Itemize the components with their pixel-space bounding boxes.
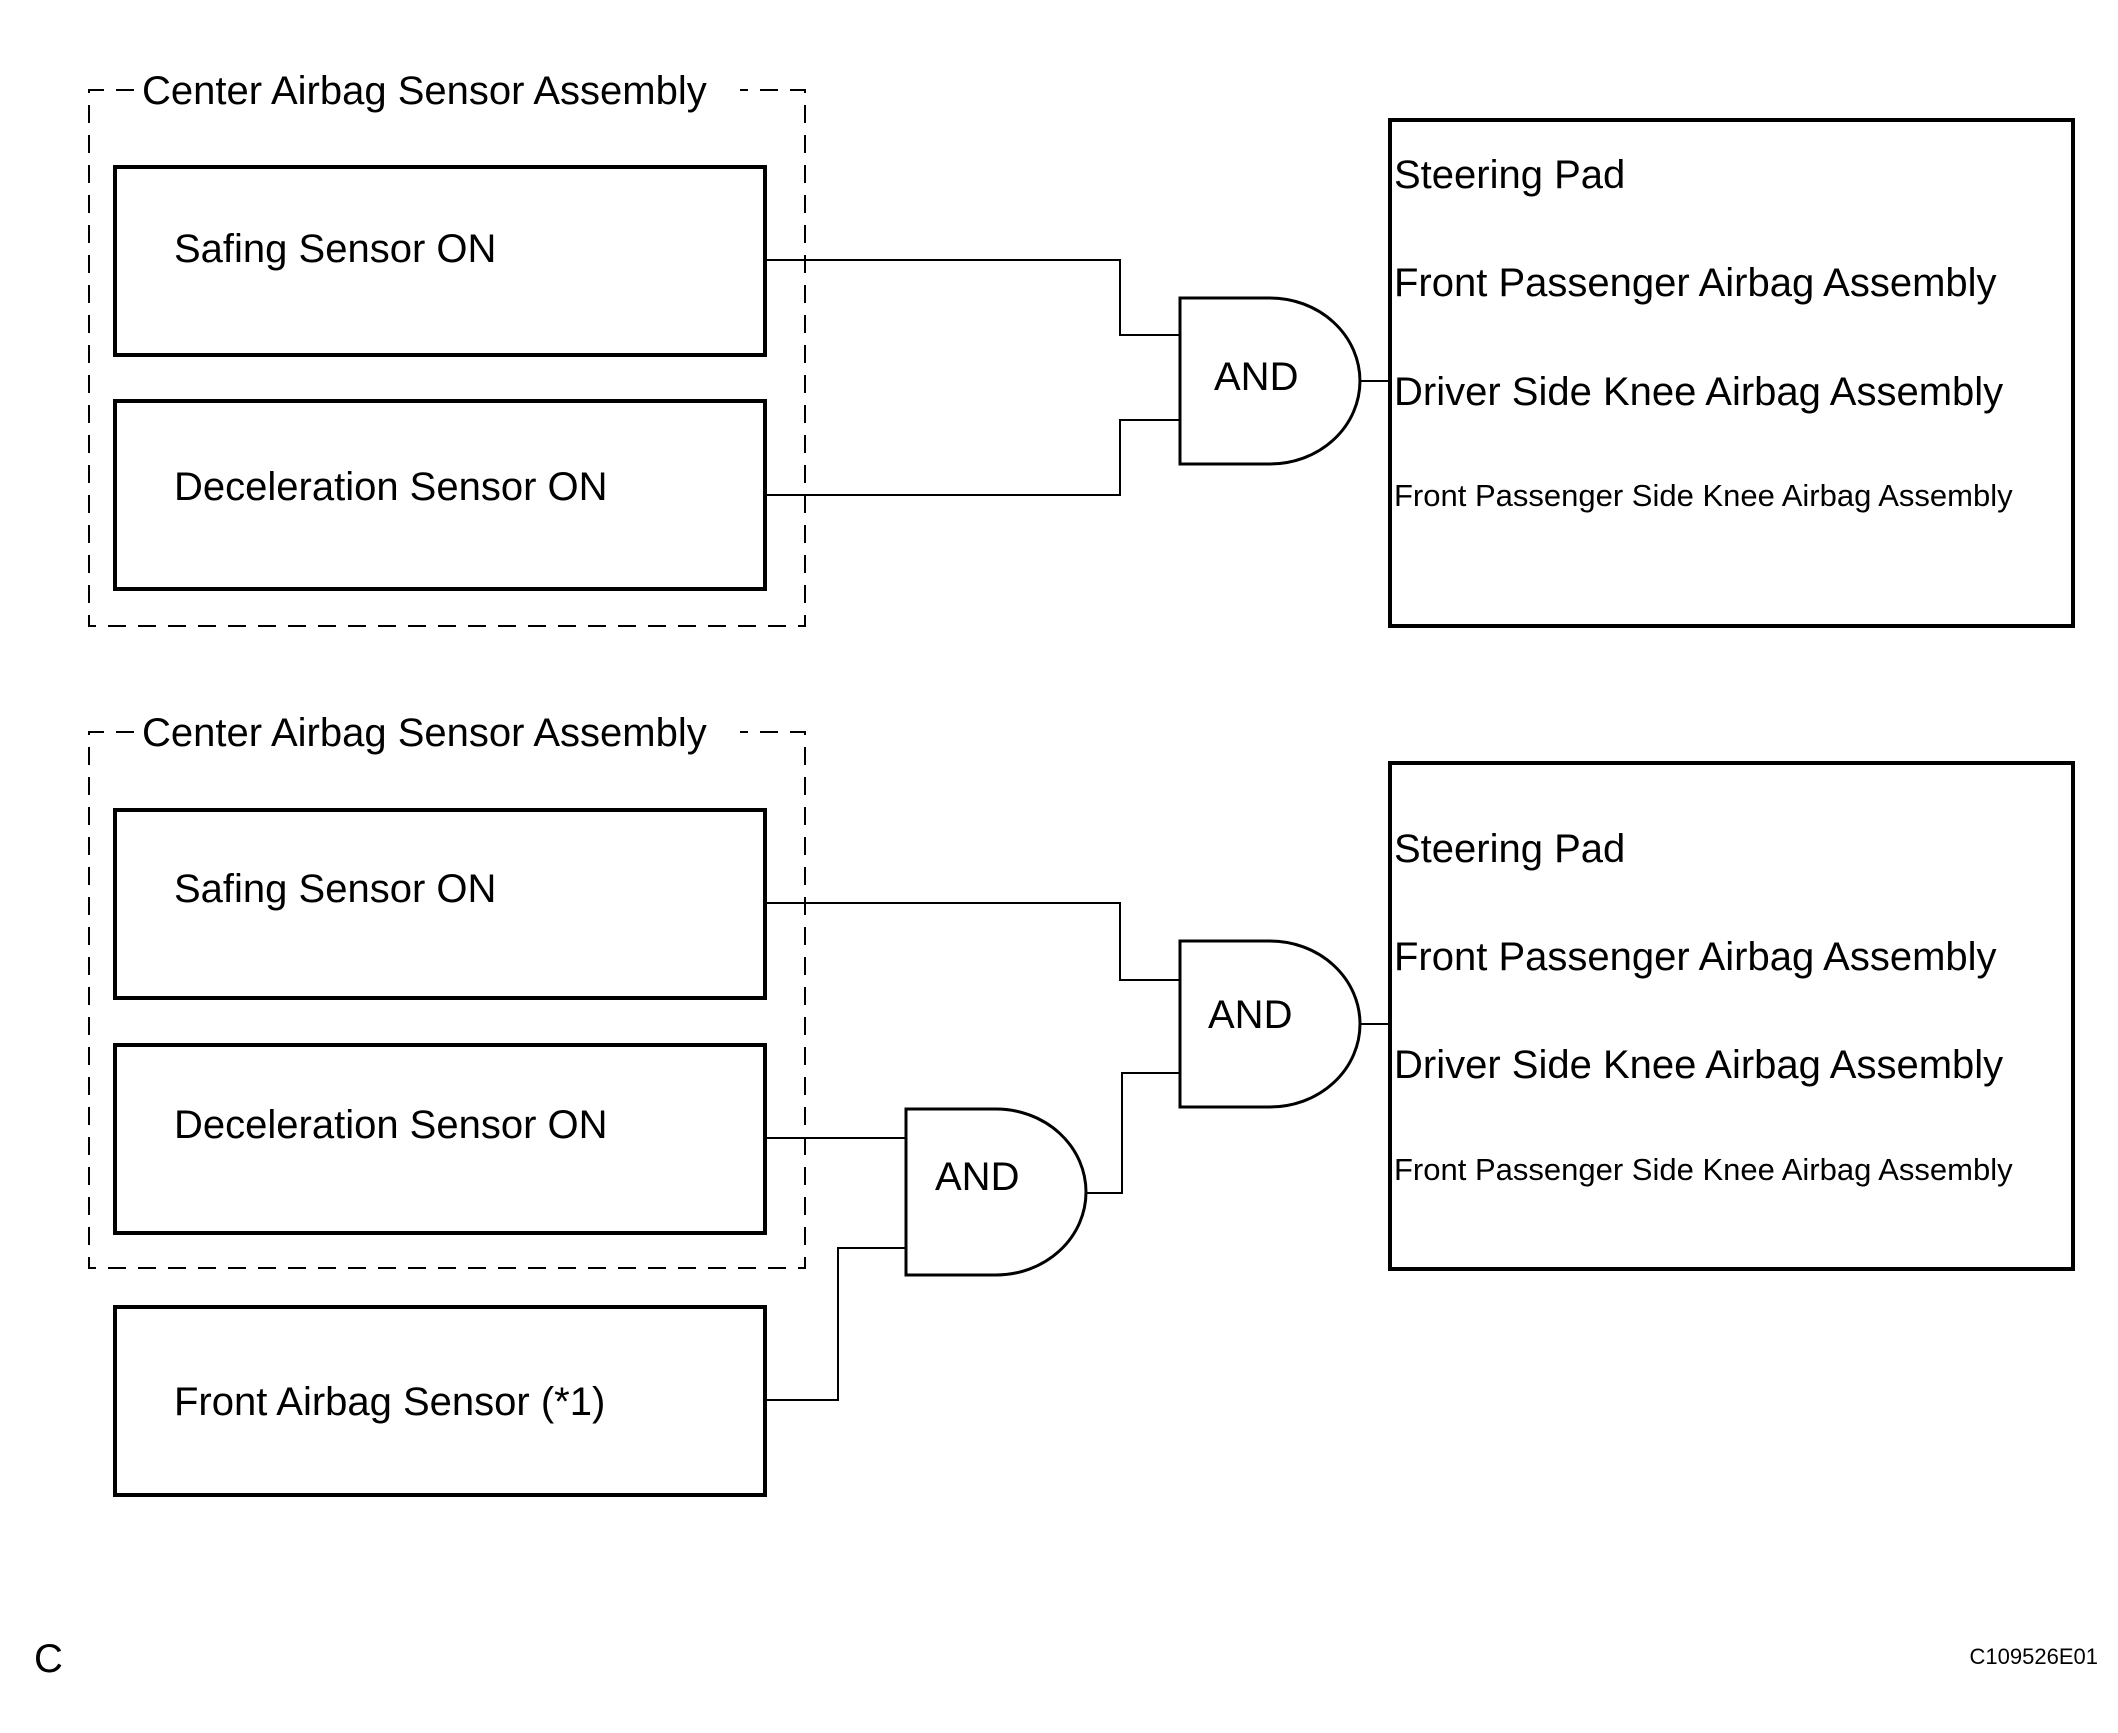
assembly-label-1: Center Airbag Sensor Assembly <box>142 69 707 113</box>
wire-decel-to-and-1 <box>765 419 1180 496</box>
safing-sensor-label-1: Safing Sensor ON <box>174 227 496 271</box>
assembly-boundary-2 <box>88 731 806 1269</box>
figure-code: C109526E01 <box>1970 1644 2098 1669</box>
output-front-passenger-airbag-1: Front Passenger Airbag Assembly <box>1394 261 1997 305</box>
and-gate-outer-label: AND <box>1208 993 1292 1037</box>
footer-mark: C <box>34 1637 63 1681</box>
and-gate-label-1: AND <box>1214 355 1298 399</box>
deceleration-sensor-label-1: Deceleration Sensor ON <box>174 465 608 509</box>
assembly-boundary-1 <box>88 89 806 627</box>
output-driver-knee-airbag-2: Driver Side Knee Airbag Assembly <box>1394 1043 2003 1087</box>
and-gate-inner <box>904 1107 1088 1277</box>
safing-sensor-label-2: Safing Sensor ON <box>174 867 496 911</box>
front-airbag-sensor-label: Front Airbag Sensor (*1) <box>174 1380 605 1424</box>
output-steering-pad-1: Steering Pad <box>1394 153 1625 197</box>
wire-front-sensor-to-and-inner <box>765 1247 906 1401</box>
output-steering-pad-2: Steering Pad <box>1394 827 1625 871</box>
output-driver-knee-airbag-1: Driver Side Knee Airbag Assembly <box>1394 370 2003 414</box>
wire-safing-to-and-outer <box>765 902 1180 981</box>
wire-safing-to-and-1 <box>765 259 1180 336</box>
assembly-label-2: Center Airbag Sensor Assembly <box>142 711 707 755</box>
output-box-1 <box>1388 118 2075 628</box>
deceleration-sensor-label-2: Deceleration Sensor ON <box>174 1103 608 1147</box>
and-gate-outer <box>1178 939 1362 1109</box>
and-gate-1 <box>1178 296 1362 466</box>
and-gate-inner-label: AND <box>935 1155 1019 1199</box>
output-passenger-knee-airbag-1: Front Passenger Side Knee Airbag Assembl… <box>1394 478 2013 513</box>
output-passenger-knee-airbag-2: Front Passenger Side Knee Airbag Assembl… <box>1394 1152 2013 1187</box>
wire-and-inner-to-and-outer <box>1086 1072 1180 1194</box>
output-box-2 <box>1388 761 2075 1271</box>
output-front-passenger-airbag-2: Front Passenger Airbag Assembly <box>1394 935 1997 979</box>
